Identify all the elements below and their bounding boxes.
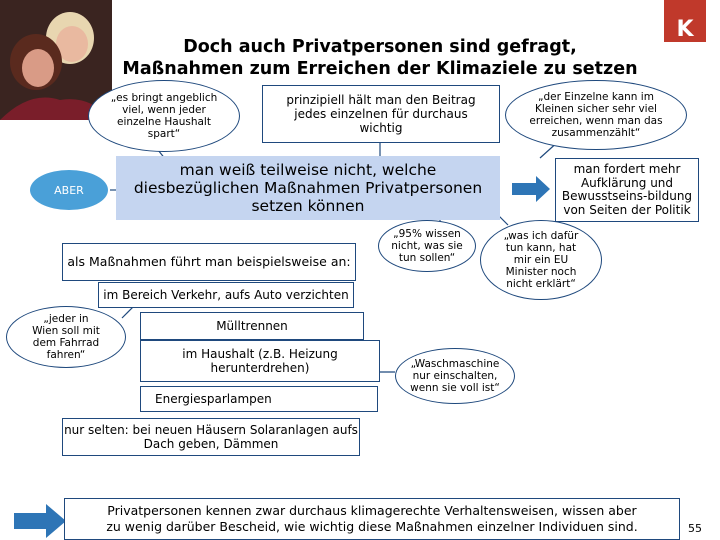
quote-line: nicht, was sie — [391, 240, 463, 252]
quote-line: zusammenzählt“ — [551, 127, 641, 139]
household-box: im Haushalt (z.B. Heizung herunterdrehen… — [140, 340, 380, 382]
rarely-box: nur selten: bei neuen Häusern Solaranlag… — [62, 418, 360, 456]
lamps-box: Energiesparlampen — [140, 386, 378, 412]
quote-line: Minister noch — [505, 266, 577, 278]
quote-line: tun sollen“ — [398, 252, 456, 264]
quote-cloud-95: „95% wissen nicht, was sie tun sollen“ — [378, 220, 476, 272]
aber-badge: ABER — [30, 170, 108, 210]
rarely-line: Dach geben, Dämmen — [143, 437, 279, 451]
portrait-photo — [0, 0, 112, 120]
quote-line: einzelne Haushalt — [117, 116, 211, 128]
slide-title: Doch auch Privatpersonen sind gefragt, M… — [110, 36, 650, 80]
page-number: 55 — [688, 522, 702, 535]
demand-box: man fordert mehr Aufklärung und Bewussts… — [555, 158, 699, 222]
demand-line: Aufklärung und — [580, 175, 674, 190]
quote-line: viel, wenn jeder — [122, 104, 206, 116]
brand-logo: K — [664, 0, 706, 42]
traffic-box: im Bereich Verkehr, aufs Auto verzichten — [98, 282, 354, 308]
quote-line: „es bringt angeblich — [110, 92, 218, 104]
quote-line: wenn sie voll ist“ — [410, 382, 500, 394]
quote-line: Wien soll mit — [32, 325, 100, 337]
gap-line: man weiß teilweise nicht, welche — [179, 161, 437, 179]
quote-line: nicht erklärt“ — [506, 278, 576, 290]
quote-line: dem Fahrrad — [32, 337, 100, 349]
household-line: im Haushalt (z.B. Heizung — [182, 347, 338, 361]
quote-line: Kleinen sicher sehr viel — [535, 103, 657, 115]
logo-letter: K — [676, 17, 694, 42]
knowledge-gap-box: man weiß teilweise nicht, welche diesbez… — [116, 156, 500, 220]
quote-line: tun kann, hat — [505, 242, 577, 254]
gap-line: diesbezüglichen Maßnahmen Privatpersonen — [133, 179, 483, 197]
waste-text: Mülltrennen — [216, 319, 288, 333]
conclusion-box: Privatpersonen kennen zwar durchaus klim… — [64, 498, 680, 540]
demand-line: von Seiten der Politik — [563, 202, 691, 217]
conclusion-line: Privatpersonen kennen zwar durchaus klim… — [107, 503, 637, 518]
waste-box: Mülltrennen — [140, 312, 364, 340]
principle-box: prinzipiell hält man den Beitrag jedes e… — [262, 85, 500, 143]
quote-cloud-bike: „jeder in Wien soll mit dem Fahrrad fahr… — [6, 306, 126, 368]
household-line: herunterdrehen) — [210, 361, 310, 375]
rarely-line: nur selten: bei neuen Häusern Solaranlag… — [64, 423, 358, 437]
traffic-text: im Bereich Verkehr, aufs Auto verzichten — [103, 288, 349, 302]
gap-line: setzen können — [251, 197, 365, 215]
lamps-text: Energiesparlampen — [155, 392, 272, 406]
conclusion-arrow-icon — [14, 504, 66, 538]
quote-line: „95% wissen — [393, 228, 461, 240]
principle-line: jedes einzelnen für durchaus — [294, 107, 468, 121]
quote-cloud-household: „es bringt angeblich viel, wenn jeder ei… — [88, 80, 240, 152]
conclusion-line: zu wenig darüber Bescheid, wie wichtig d… — [106, 519, 638, 534]
quote-line: mir ein EU — [513, 254, 569, 266]
aber-label: ABER — [54, 183, 84, 197]
quote-line: „was ich dafür — [503, 230, 579, 242]
quote-cloud-eu-minister: „was ich dafür tun kann, hat mir ein EU … — [480, 220, 602, 300]
measures-intro: als Maßnahmen führt man beispielsweise a… — [67, 254, 351, 269]
right-arrow-icon — [512, 176, 550, 202]
quote-line: nur einschalten, — [412, 370, 498, 382]
title-line-1: Doch auch Privatpersonen sind gefragt, — [183, 37, 577, 57]
measures-intro-box: als Maßnahmen führt man beispielsweise a… — [62, 243, 356, 281]
quote-line: „der Einzelne kann im — [538, 91, 654, 103]
quote-line: „jeder in — [43, 313, 89, 325]
quote-line: erreichen, wenn man das — [529, 115, 663, 127]
quote-line: „Waschmaschine — [410, 358, 500, 370]
quote-cloud-washing: „Waschmaschine nur einschalten, wenn sie… — [395, 348, 515, 404]
quote-cloud-individual: „der Einzelne kann im Kleinen sicher seh… — [505, 80, 687, 150]
title-line-2: Maßnahmen zum Erreichen der Klimaziele z… — [122, 59, 638, 79]
principle-line: prinzipiell hält man den Beitrag — [286, 93, 476, 107]
demand-line: Bewusstseins-bildung — [561, 189, 693, 203]
quote-line: fahren“ — [46, 349, 86, 361]
quote-line: spart“ — [147, 128, 181, 140]
demand-line: man fordert mehr — [573, 162, 681, 176]
principle-line: wichtig — [359, 121, 403, 135]
